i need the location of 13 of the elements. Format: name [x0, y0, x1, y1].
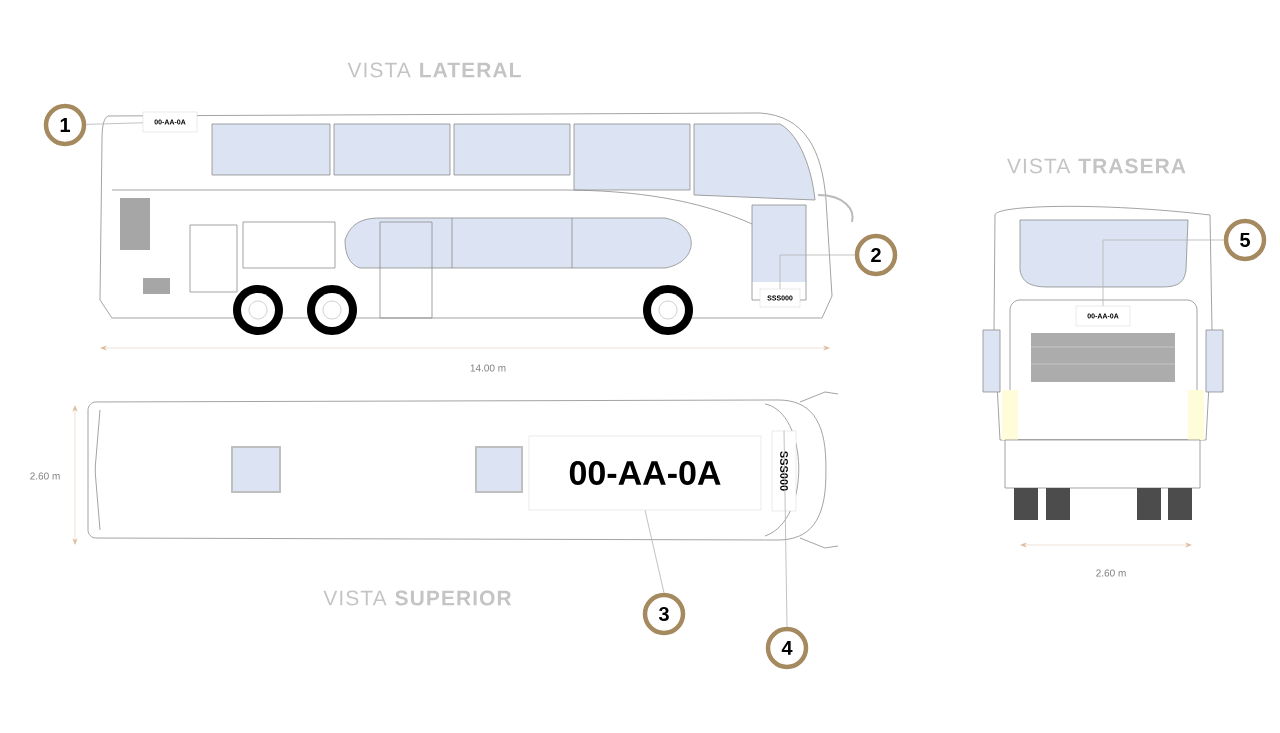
- view-title: VISTA TRASERA: [1007, 158, 1186, 174]
- dimension-label: 2.60 m: [30, 472, 60, 480]
- view-title: VISTA LATERAL: [347, 62, 521, 78]
- leader-line: [1102, 239, 1225, 307]
- view-title: VISTA SUPERIOR: [323, 590, 512, 606]
- leader-line: [783, 430, 788, 628]
- dimension-label: 14.00 m: [470, 364, 506, 372]
- license-plate: 00-AA-0A: [528, 435, 762, 511]
- leader-line: [644, 509, 665, 594]
- leader-line: [779, 254, 856, 290]
- leader-line: [85, 122, 144, 125]
- dimension-label: 2.60 m: [1096, 569, 1126, 577]
- license-plate: SSS000: [771, 430, 797, 512]
